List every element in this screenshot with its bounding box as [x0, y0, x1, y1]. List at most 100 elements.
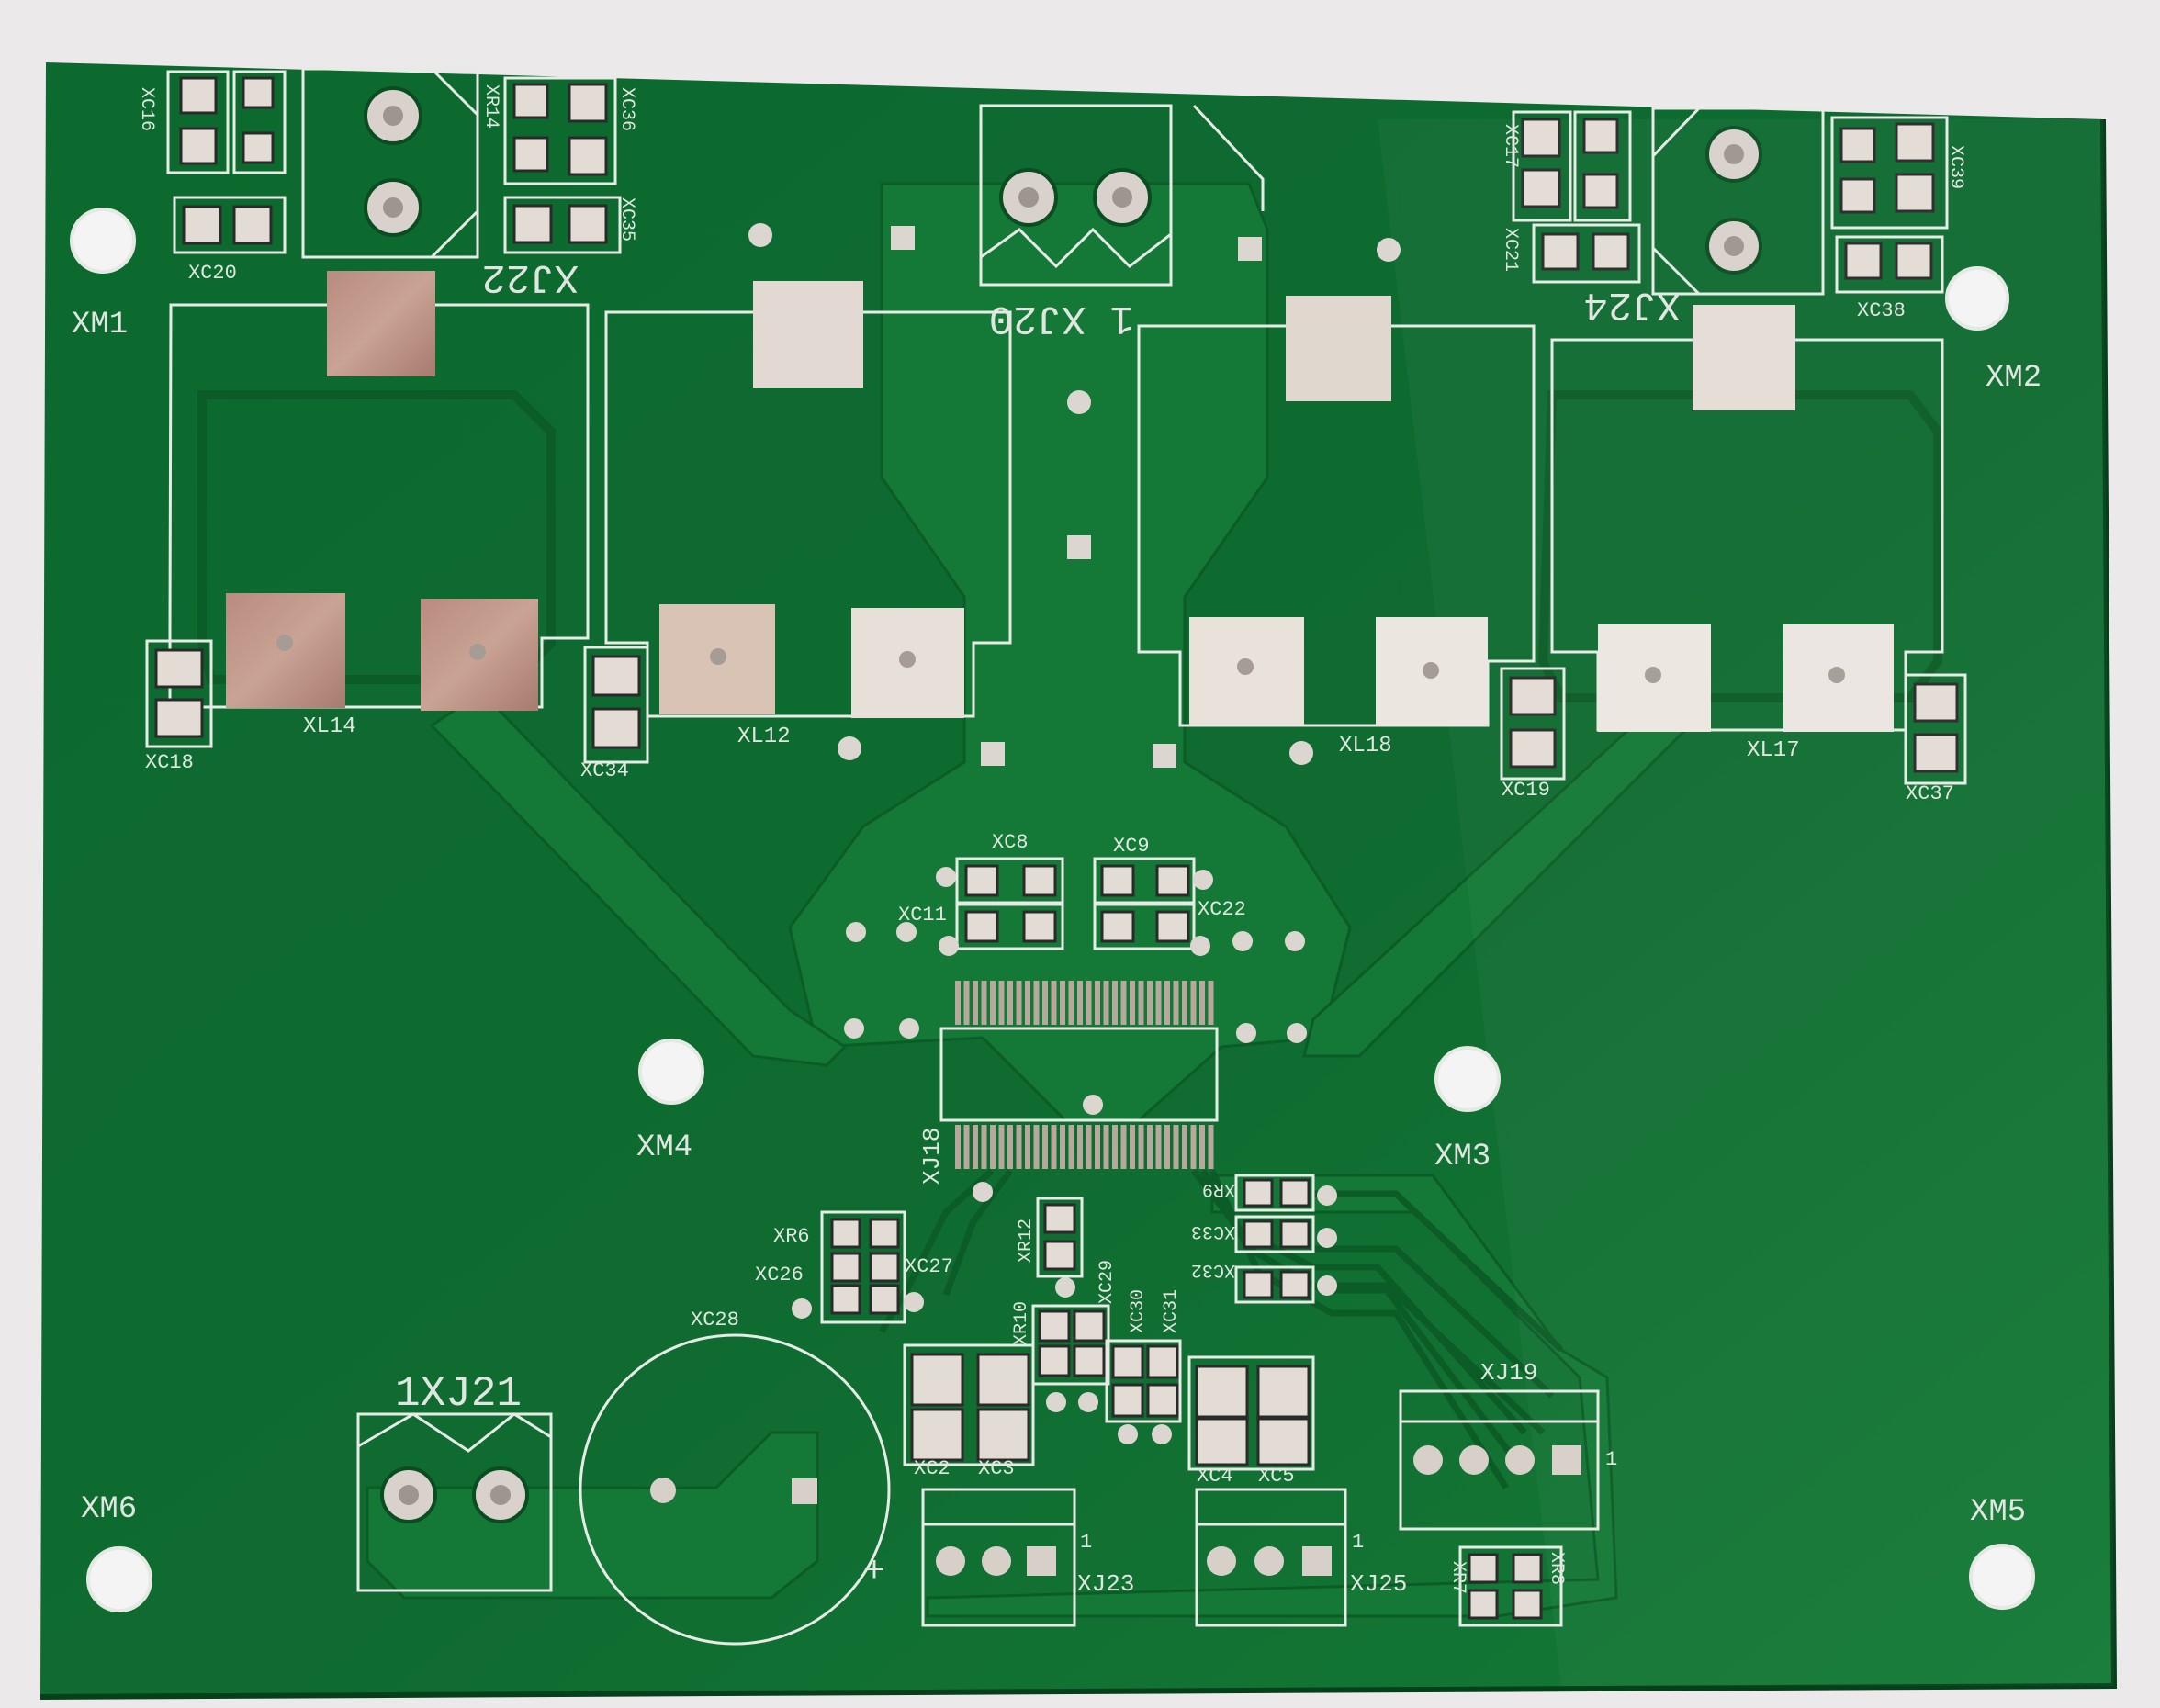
xc8-label: XC8	[992, 831, 1029, 854]
xj18-label: XJ18	[918, 1128, 946, 1185]
xm1-hole	[70, 208, 136, 274]
smd-pads	[154, 76, 1959, 1620]
fine-pitch-pad	[1060, 1125, 1065, 1169]
xc38-label: XC38	[1857, 299, 1906, 322]
xl17-label: XL17	[1747, 738, 1800, 763]
board-edge	[39, 118, 2118, 1700]
fine-pitch-pad	[1164, 1125, 1170, 1169]
fine-pitch-pad	[1095, 981, 1100, 1025]
xm2-hole	[1945, 266, 2009, 331]
xm2-label: XM2	[1986, 361, 2042, 396]
xj25-pin1: 1	[1352, 1531, 1364, 1554]
xc28-plus: +	[863, 1552, 885, 1593]
fine-pitch-pad	[1208, 981, 1214, 1025]
xc4-label: XC4	[1197, 1465, 1233, 1488]
fine-pitch-pad	[1155, 1125, 1162, 1169]
fine-pitch-pad	[955, 1125, 961, 1169]
fine-pitch-pad	[1120, 1125, 1127, 1169]
fine-pitch-pad	[1077, 981, 1083, 1025]
fine-pitch-pad	[1077, 1125, 1083, 1169]
xc3-label: XC3	[978, 1457, 1015, 1480]
xl14-top-pad	[327, 271, 435, 376]
fine-pitch-pad	[1112, 981, 1118, 1025]
xm6-label: XM6	[81, 1492, 137, 1527]
fine-pitch-pad	[1103, 1125, 1109, 1169]
xl17-top-pad	[1693, 305, 1795, 410]
xc5-label: XC5	[1258, 1465, 1295, 1488]
xj22-label: XJ22	[481, 253, 579, 299]
fine-pitch-pad	[1173, 1125, 1179, 1169]
silkscreen	[145, 67, 1967, 1646]
fine-pitch-pad	[1199, 981, 1205, 1025]
xc26-label: XC26	[755, 1264, 804, 1287]
xc34-label: XC34	[580, 759, 629, 782]
xj23-label: XJ23	[1077, 1570, 1134, 1598]
fine-pitch-pad	[1173, 981, 1179, 1025]
xc28-outline	[579, 1333, 891, 1646]
fine-pitch-pad	[1033, 1125, 1040, 1169]
xj18-fine-pitch-pads	[955, 981, 1214, 1169]
copper-traces	[197, 182, 1942, 1618]
xc11-label: XC11	[898, 904, 947, 927]
fine-pitch-pad	[1147, 1125, 1153, 1169]
fine-pitch-pad	[998, 1125, 1005, 1169]
fine-pitch-pad	[1007, 1125, 1013, 1169]
fine-pitch-pad	[1051, 981, 1057, 1025]
fine-pitch-pad	[973, 1125, 978, 1169]
xc31-label: XC31	[1161, 1289, 1182, 1333]
fine-pitch-pad	[1016, 1125, 1022, 1169]
xc35-label: XC35	[616, 197, 637, 242]
fine-pitch-pad	[990, 1125, 996, 1169]
xc20-label: XC20	[188, 262, 237, 285]
xc27-label: XC27	[905, 1255, 953, 1278]
fine-pitch-pad	[1120, 981, 1127, 1025]
through-hole-pads	[364, 86, 1762, 1576]
fine-pitch-pad	[1138, 981, 1144, 1025]
xj23-outline	[921, 1488, 1076, 1627]
mounting-holes	[70, 208, 2035, 1612]
fine-pitch-pad	[1068, 1125, 1074, 1169]
fine-pitch-pad	[1190, 981, 1197, 1025]
fine-pitch-pad	[1016, 981, 1022, 1025]
xj24-label: XJ24	[1583, 281, 1681, 327]
xc17-label: XC17	[1500, 124, 1521, 168]
xc2-label: XC2	[914, 1457, 951, 1480]
fine-pitch-pad	[1025, 981, 1030, 1025]
xc21-label: XC21	[1500, 228, 1521, 272]
xc18-label: XC18	[145, 751, 194, 774]
fine-pitch-pad	[955, 981, 961, 1025]
xc22-label: XC22	[1198, 898, 1246, 921]
xm5-hole	[1969, 1544, 2035, 1610]
fine-pitch-pad	[1112, 1125, 1118, 1169]
xc32-label: XC32	[1191, 1259, 1235, 1280]
xc37-label: XC37	[1906, 782, 1954, 805]
fine-pitch-pad	[1147, 981, 1153, 1025]
xc39-label: XC39	[1945, 145, 1966, 189]
xr8-label: XR8	[1546, 1552, 1567, 1585]
xr12-label: XR12	[1016, 1219, 1037, 1263]
fine-pitch-pad	[1208, 1125, 1214, 1169]
xl18-top-pad	[1286, 296, 1391, 401]
fine-pitch-pad	[1138, 1125, 1144, 1169]
xm4-label: XM4	[636, 1130, 692, 1165]
xc28-label: XC28	[691, 1309, 739, 1332]
fine-pitch-pad	[990, 981, 996, 1025]
xr14-label: XR14	[480, 84, 501, 129]
fine-pitch-pad	[1130, 981, 1135, 1025]
fine-pitch-pad	[1190, 1125, 1197, 1169]
xm6-hole	[86, 1546, 152, 1612]
xj19-outline	[1399, 1389, 1600, 1531]
xl14-label: XL14	[303, 714, 356, 739]
xj20-outline	[979, 104, 1173, 287]
fine-pitch-pad	[1042, 1125, 1048, 1169]
fine-pitch-pad	[1164, 981, 1170, 1025]
xl12-top-pad	[753, 281, 863, 388]
xj25-outline	[1195, 1488, 1347, 1627]
fine-pitch-pad	[998, 981, 1005, 1025]
xl18-label: XL18	[1339, 734, 1392, 758]
fine-pitch-pad	[1042, 981, 1048, 1025]
fine-pitch-pad	[1155, 981, 1162, 1025]
xr9-label: XR9	[1202, 1178, 1235, 1199]
